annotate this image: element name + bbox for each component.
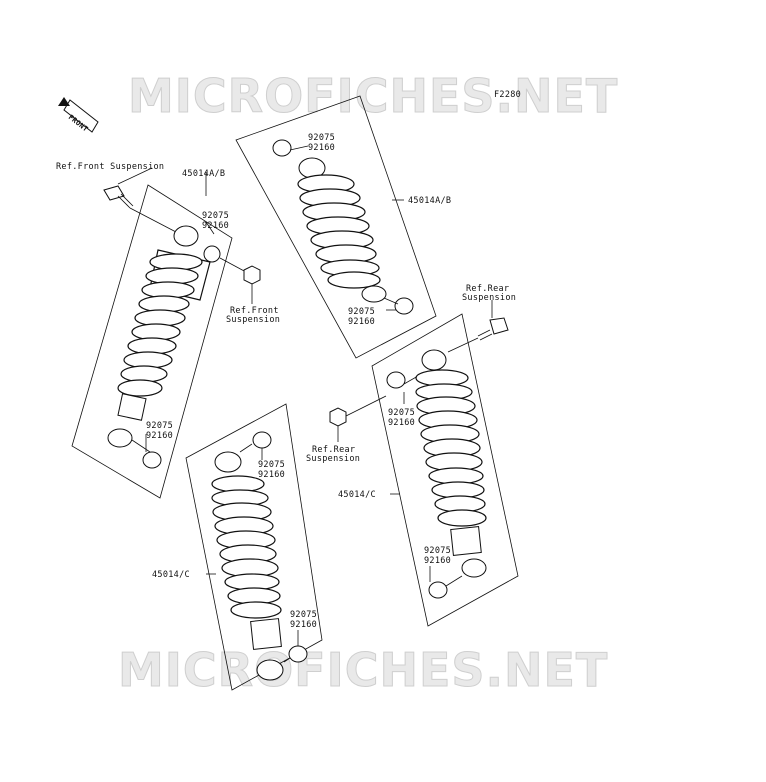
nut-icon [243,265,261,285]
lower-eye-icon [461,558,487,578]
bush-92075-a: 92075 [202,211,229,221]
coil-spring-icon [211,475,282,650]
nut-icon [329,407,347,427]
bushing-icon [252,431,272,449]
bush-92075-f: 92075 [424,546,451,556]
bushing-icon [394,297,414,315]
bushing-icon [142,451,162,469]
front-arrow-icon: FRONT [58,97,99,133]
ref-rear-mid-1: Ref.Rear [312,445,355,455]
bush-92075-b: 92075 [146,421,173,431]
bush-92160-c: 92160 [308,143,335,153]
bush-92160-e: 92160 [388,418,415,428]
bushing-icon [272,139,292,157]
bushing-icon [203,245,221,263]
bushing-icon [288,645,308,663]
upper-eye-icon [421,349,447,371]
upper-eye-icon [214,451,242,473]
bushing-icon [386,371,406,389]
ref-rear-top-2: Suspension [462,293,516,303]
bush-92160-f: 92160 [424,556,451,566]
coil-spring-icon [297,174,381,289]
bush-92160-d: 92160 [348,317,375,327]
part-45014ab-right: 45014A/B [408,196,451,206]
part-45014c-left: 45014/C [152,570,190,580]
bolt-icon [477,317,509,341]
bush-92160-g: 92160 [258,470,285,480]
bush-92075-h: 92075 [290,610,317,620]
ref-rear-mid-2: Suspension [306,454,360,464]
bush-92075-c: 92075 [308,133,335,143]
rear-shock-left-group [185,403,323,691]
bush-92075-d: 92075 [348,307,375,317]
rear-shock-right-group [329,300,519,627]
ref-front-mid-1: Ref.Front [230,306,279,316]
bush-92075-e: 92075 [388,408,415,418]
ref-rear-top-1: Ref.Rear [466,284,509,294]
bush-92160-a: 92160 [202,221,229,231]
bolt-icon [103,185,134,209]
lower-eye-icon [107,428,133,448]
bushing-icon [428,581,448,599]
part-45014c-right: 45014/C [338,490,376,500]
watermark-bottom: MICROFICHES.NET [118,643,608,697]
lower-eye-icon [361,285,387,303]
part-45014ab-left: 45014A/B [182,169,225,179]
lower-eye-icon [256,659,284,681]
diagram-code: F2280 [494,90,521,100]
ref-front-suspension-top: Ref.Front Suspension [56,162,164,172]
ref-front-mid-2: Suspension [226,315,280,325]
bush-92160-h: 92160 [290,620,317,630]
coil-spring-icon [415,369,487,556]
bush-92160-b: 92160 [146,431,173,441]
upper-eye-icon [173,225,199,247]
watermark-top: MICROFICHES.NET [128,69,618,123]
front-shock-right-group [235,95,437,359]
coil-spring-icon [117,249,211,421]
bush-92075-g: 92075 [258,460,285,470]
front-shock-left-group [71,167,261,499]
